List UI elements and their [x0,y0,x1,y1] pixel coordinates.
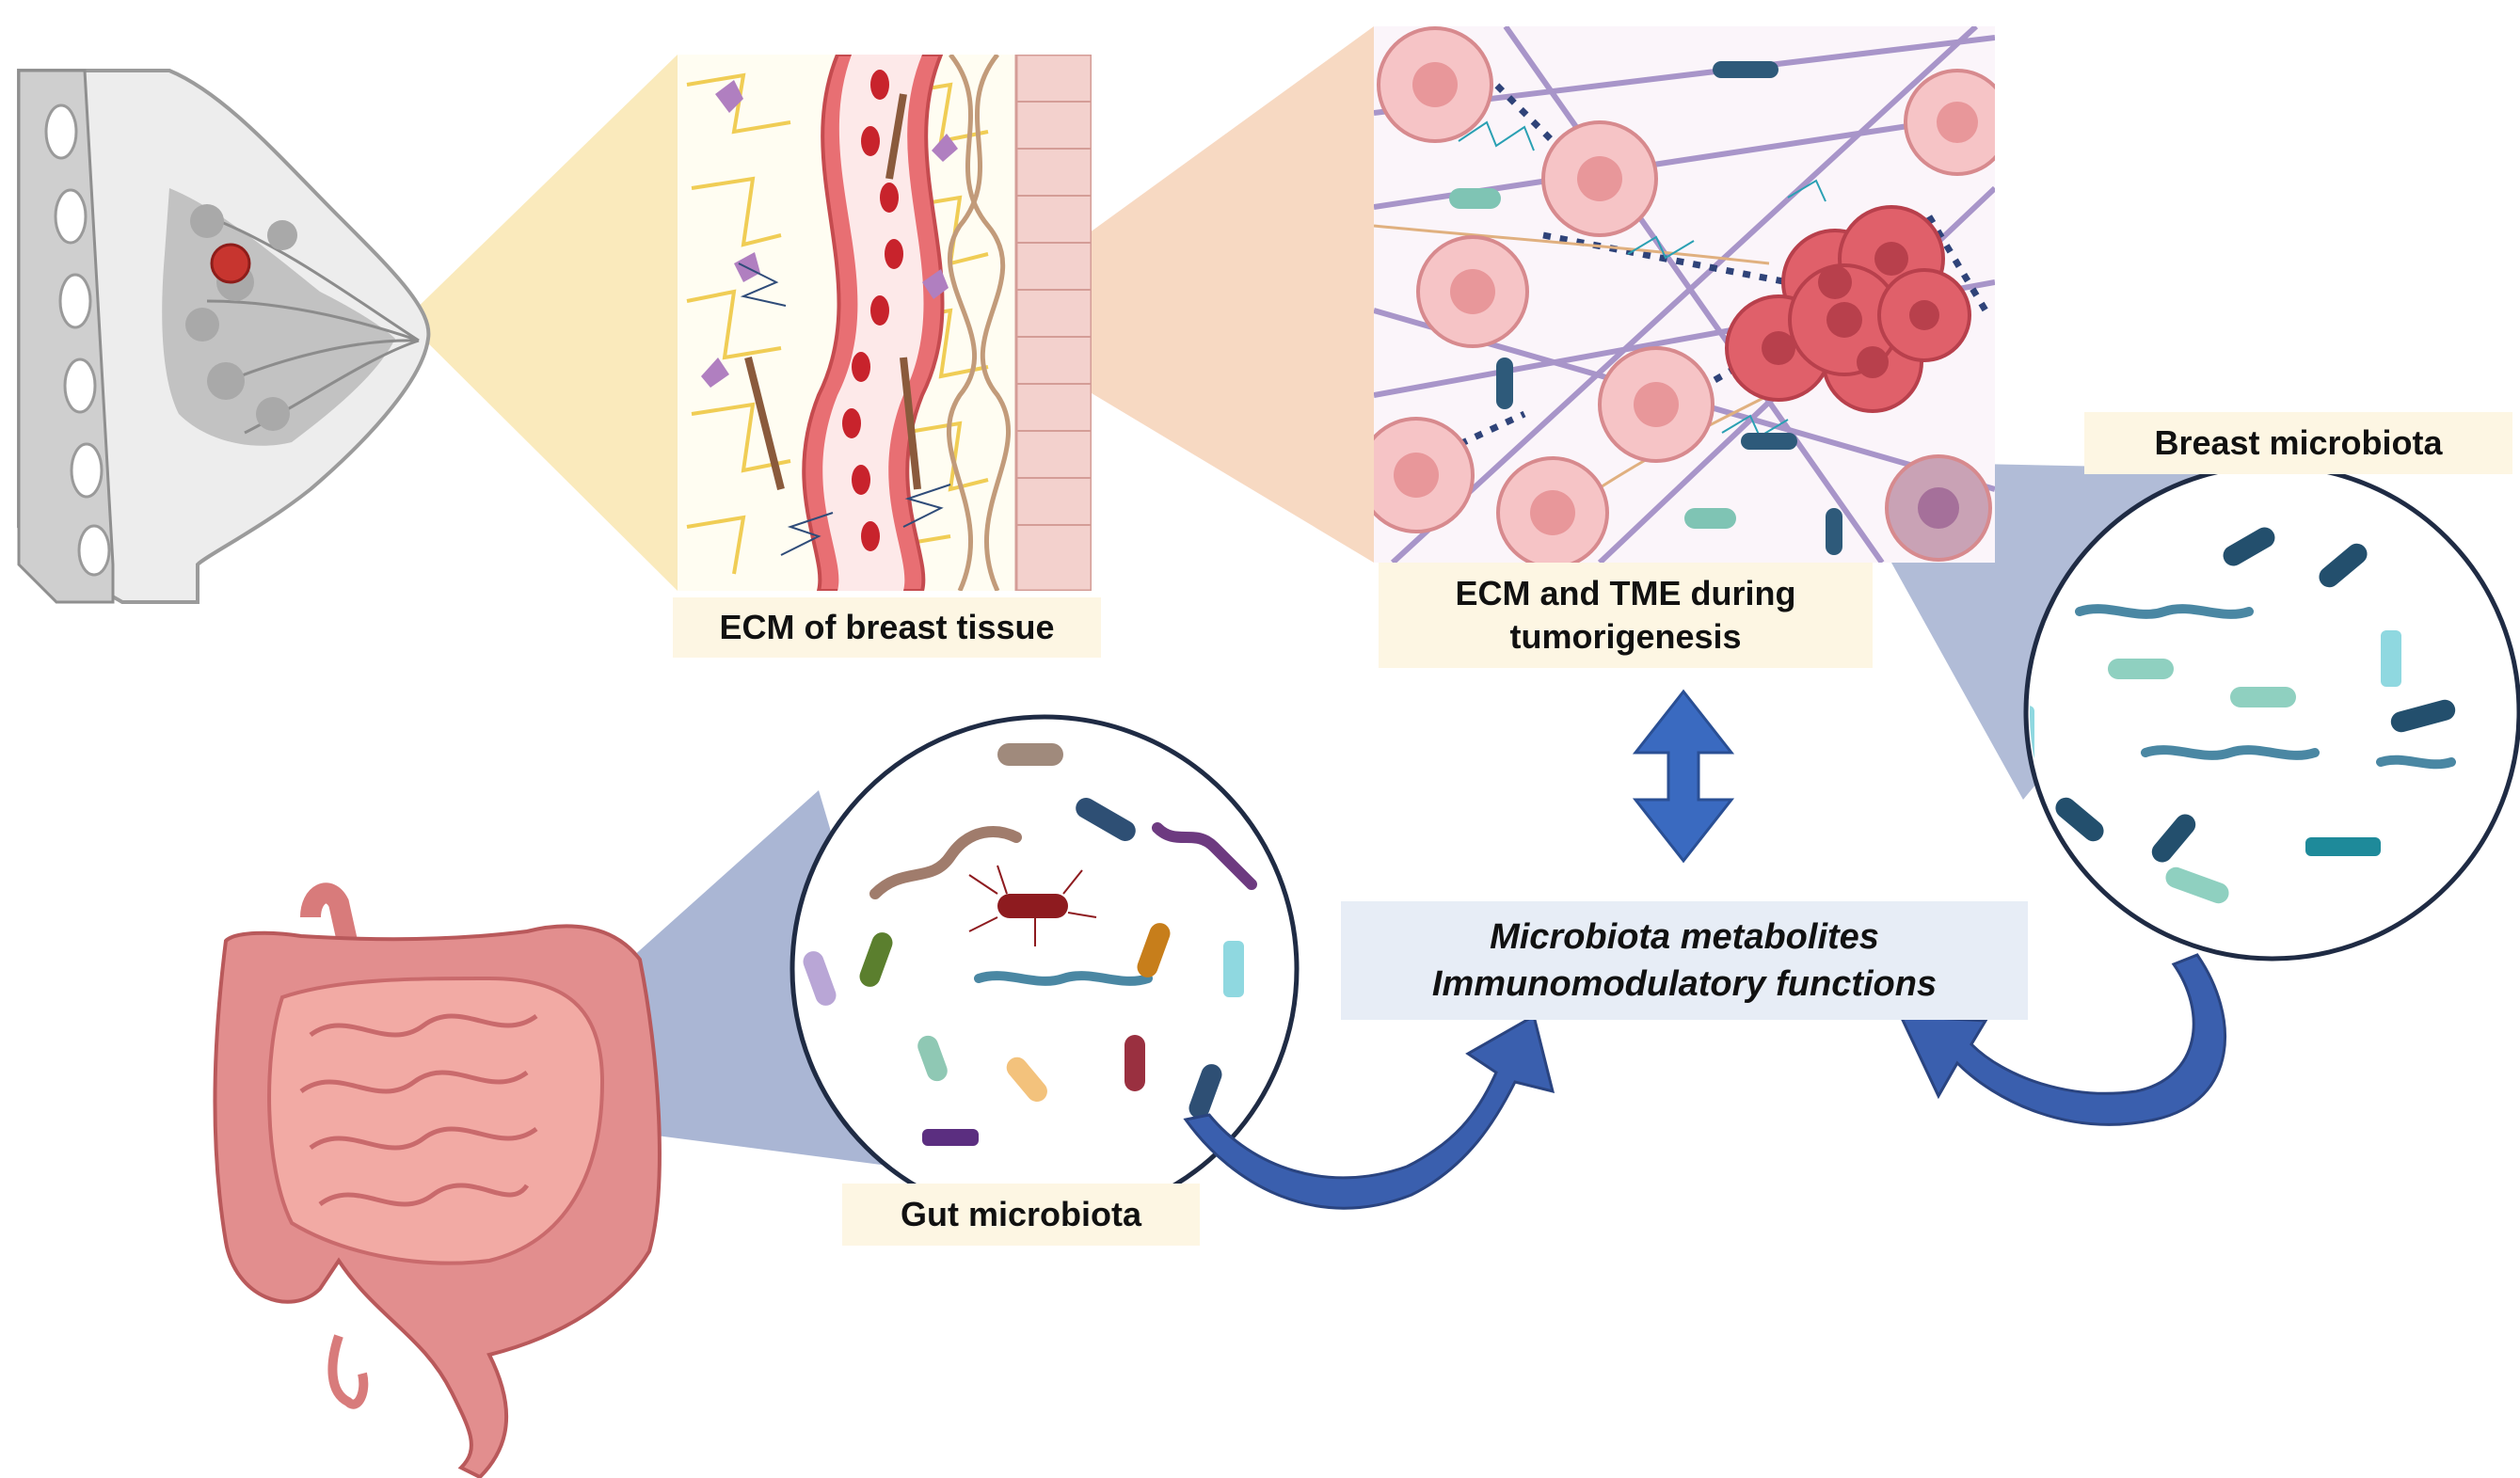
breast-anatomy-illustration [17,69,431,604]
label-ecm-tme-line2: tumorigenesis [1509,617,1742,656]
metabolites-box: Microbiota metabolites Immunomodulatory … [1341,901,2028,1020]
breast-microbiota-to-metabolites-arrow [1898,953,2227,1126]
label-gut-microbiota-text: Gut microbiota [900,1195,1141,1233]
intestine-anatomy-illustration [213,882,662,1478]
zoom-funnel-ecm-to-tme [969,26,1374,563]
metabolites-box-line2: Immunomodulatory functions [1431,964,1938,1004]
label-breast-microbiota: Breast microbiota [2084,412,2512,474]
label-ecm-breast-tissue: ECM of breast tissue [673,597,1101,658]
ecm-breast-tissue-illustration [678,55,1092,591]
label-ecm-tme-line1: ECM and TME during [1455,574,1796,612]
label-gut-microbiota: Gut microbiota [842,1184,1200,1246]
tumor-in-breast [210,243,251,284]
breast-microbiota-illustration [2030,527,2456,904]
zoom-funnel-breast-to-ecm [405,55,678,591]
label-ecm-tme: ECM and TME during tumorigenesis [1379,563,1873,668]
gut-to-metabolites-arrow [1183,1013,1555,1210]
label-ecm-breast-tissue-text: ECM of breast tissue [719,608,1055,646]
bidirectional-arrow [1632,689,1735,864]
metabolites-box-line1: Microbiota metabolites [1490,917,1879,957]
label-breast-microbiota-text: Breast microbiota [2154,423,2443,462]
ecm-tme-tumorigenesis-illustration [1374,26,1995,563]
